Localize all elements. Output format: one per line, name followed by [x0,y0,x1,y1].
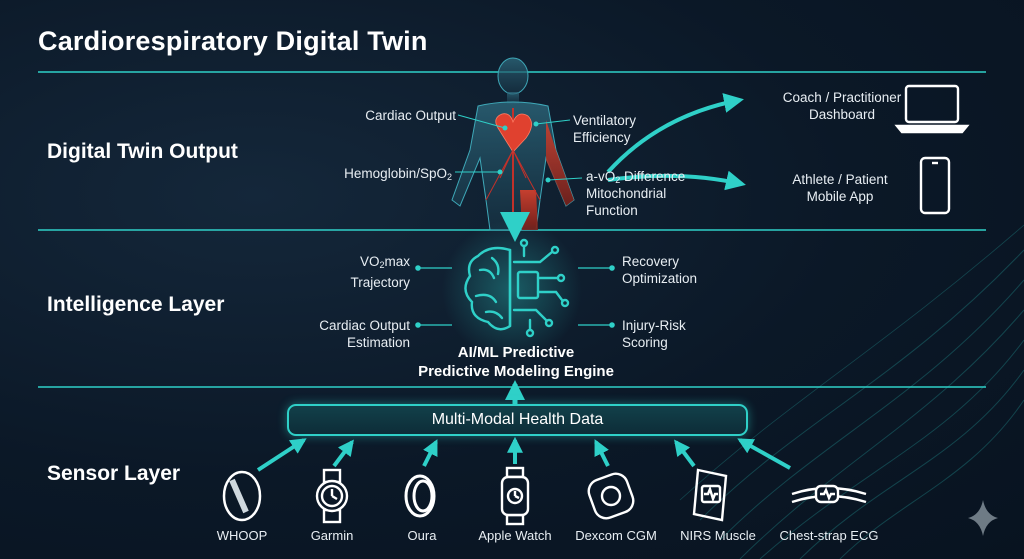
nirs-band-icon [692,468,728,522]
chest-strap-icon [791,484,867,504]
brain-chip-icon [464,238,570,338]
arrow-to-dashboard [606,93,744,174]
device-label-nirs-muscle: NIRS Muscle [680,528,756,543]
wave-decoration [679,224,1024,559]
phone-icon [919,156,951,215]
label-coach-dashboard: Coach / Practitioner Dashboard [782,90,902,122]
human-figure-icon [451,57,575,231]
label-cardiac-output-estimation: Cardiac Output Estimation [319,318,410,350]
laptop-icon [894,84,970,134]
device-label-apple-watch: Apple Watch [478,528,552,543]
device-label-chest-strap-ecg: Chest-strap ECG [779,528,879,543]
label-injury-risk-scoring: Injury-Risk Scoring [622,318,686,350]
label-mitochondrial-function: Mitochondrial Function [586,186,667,218]
watch-icon [315,468,349,524]
label-hemoglobin-spo2: Hemoglobin/SpO2 [344,166,452,182]
device-arrows [256,436,791,472]
sparkle-icon [968,500,998,536]
label-athlete-mobile-app: Athlete / Patient Mobile App [792,172,888,204]
page-title: Cardiorespiratory Digital Twin [38,26,428,56]
device-label-whoop: WHOOP [216,528,268,543]
engine-label-line1: AI/ML Predictive [457,344,575,361]
device-label-oura: Oura [407,528,437,543]
label-ventilatory-efficiency: Ventilatory Efficiency [573,113,637,145]
ring-icon [404,474,436,518]
label-recovery-optimization: Recovery Optimization [622,254,698,286]
engine-label: AI/ML Predictive Predictive Modeling Eng… [396,343,636,381]
label-cardiac-output: Cardiac Output [365,108,456,123]
smartwatch-icon [500,466,530,526]
device-label-dexcom-cgm: Dexcom CGM [575,528,657,543]
cgm-sensor-icon [587,472,635,520]
layer-title-intelligence: Intelligence Layer [47,293,225,316]
multimodal-data-bar: Multi-Modal Health Data [287,404,748,436]
device-label-garmin: Garmin [310,528,354,543]
engine-label-line2: Predictive Modeling Engine [418,363,614,380]
layer-title-sensor: Sensor Layer [47,462,181,485]
arrow-to-mobile [607,170,746,191]
band-icon [222,470,262,522]
layer-title-output: Digital Twin Output [47,140,238,163]
label-avo2-difference: a-vO2 Difference [586,169,686,185]
